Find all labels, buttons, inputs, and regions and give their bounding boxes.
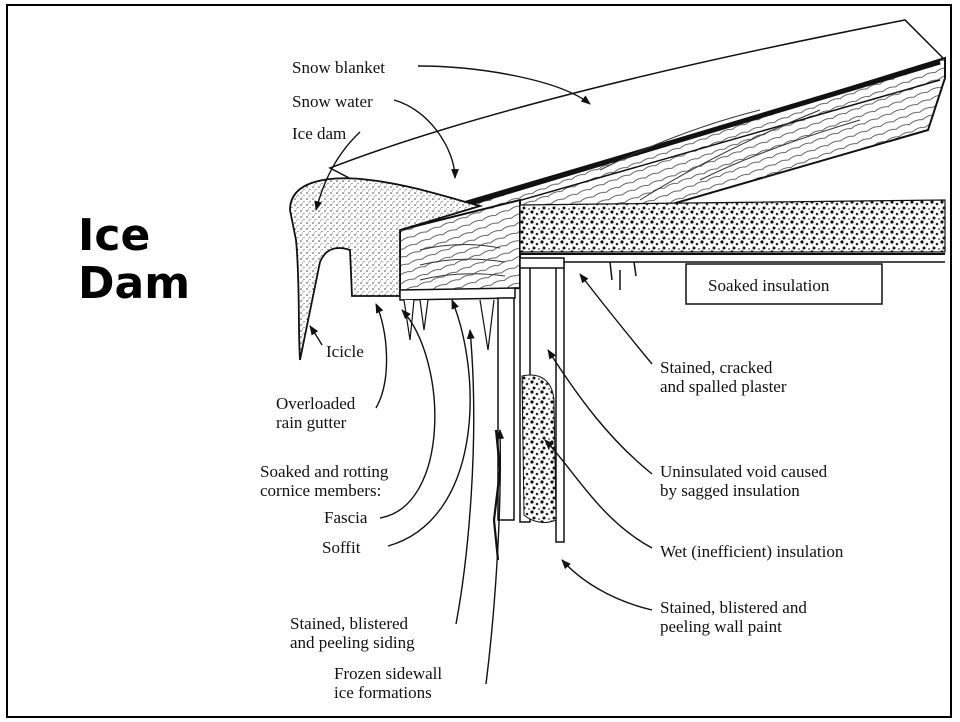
label-wet-insulation: Wet (inefficient) insulation	[660, 542, 843, 561]
attic-insulation	[520, 200, 945, 252]
wall-insulation	[522, 375, 556, 522]
label-sidewall-line2: ice formations	[334, 683, 432, 702]
label-sidewall-line1: Frozen sidewall	[334, 664, 442, 683]
label-cornice-line1: Soaked and rotting	[260, 462, 388, 481]
interior-wall	[556, 262, 564, 542]
label-snow-blanket: Snow blanket	[292, 58, 385, 77]
icicles	[404, 300, 494, 350]
label-soaked-insulation: Soaked insulation	[708, 276, 829, 295]
label-plaster-line1: Stained, cracked	[660, 358, 772, 377]
label-icicle: Icicle	[326, 342, 364, 361]
label-gutter-line1: Overloaded	[276, 394, 355, 413]
label-gutter-line2: rain gutter	[276, 413, 346, 432]
label-void-line1: Uninsulated void caused	[660, 462, 827, 481]
label-siding-line2: and peeling siding	[290, 633, 415, 652]
label-snow-water: Snow water	[292, 92, 373, 111]
label-fascia: Fascia	[324, 508, 367, 527]
label-cornice-line2: cornice members:	[260, 481, 381, 500]
label-void-line2: by sagged insulation	[660, 481, 800, 500]
label-plaster-line2: and spalled plaster	[660, 377, 787, 396]
label-paint-line2: peeling wall paint	[660, 617, 782, 636]
label-siding-line1: Stained, blistered	[290, 614, 408, 633]
label-paint-line1: Stained, blistered and	[660, 598, 807, 617]
label-soffit: Soffit	[322, 538, 360, 557]
label-ice-dam: Ice dam	[292, 124, 346, 143]
